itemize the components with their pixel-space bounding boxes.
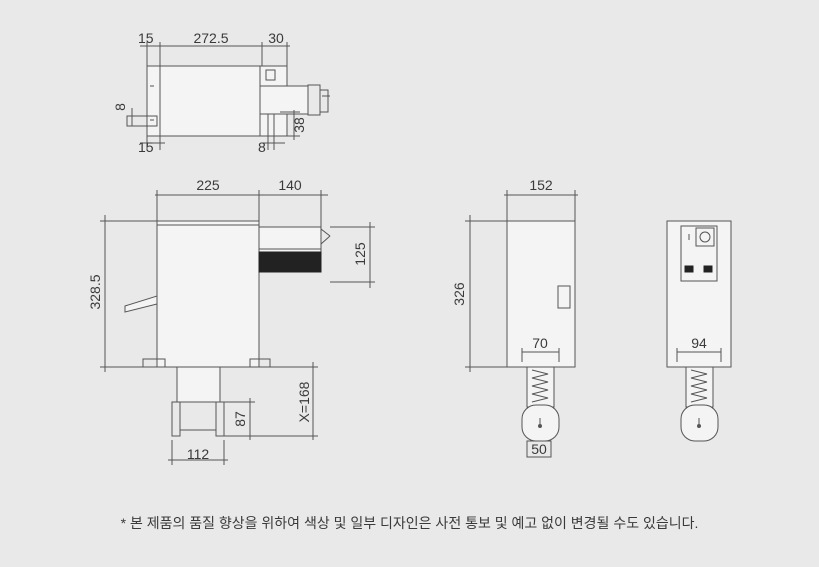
dim-112: 112 [187,446,210,462]
dim-15-top: 15 [138,30,154,46]
dim-326: 326 [451,282,467,306]
rear-view [666,220,732,442]
dim-x-168: X=168 [296,381,312,422]
dim-125: 125 [352,242,368,266]
dim-30: 30 [268,30,284,46]
dim-152: 152 [529,177,553,193]
dim-70: 70 [532,335,548,351]
dim-272-5: 272.5 [193,30,228,46]
top-view [126,42,330,150]
dim-8-bottom: 8 [258,139,266,155]
dim-87: 87 [232,411,248,427]
dim-38: 38 [291,117,307,133]
dim-140: 140 [278,177,302,193]
side-view [100,190,375,465]
footnote: * 본 제품의 품질 향상을 위하여 색상 및 일부 디자인은 사전 통보 및 … [120,515,699,531]
dim-50: 50 [531,441,547,457]
dim-15-bottom: 15 [138,139,154,155]
front-view [465,190,578,458]
dim-8-left: 8 [112,103,128,111]
dim-225: 225 [196,177,220,193]
dim-328-5: 328.5 [87,274,103,309]
dim-94: 94 [691,335,707,351]
